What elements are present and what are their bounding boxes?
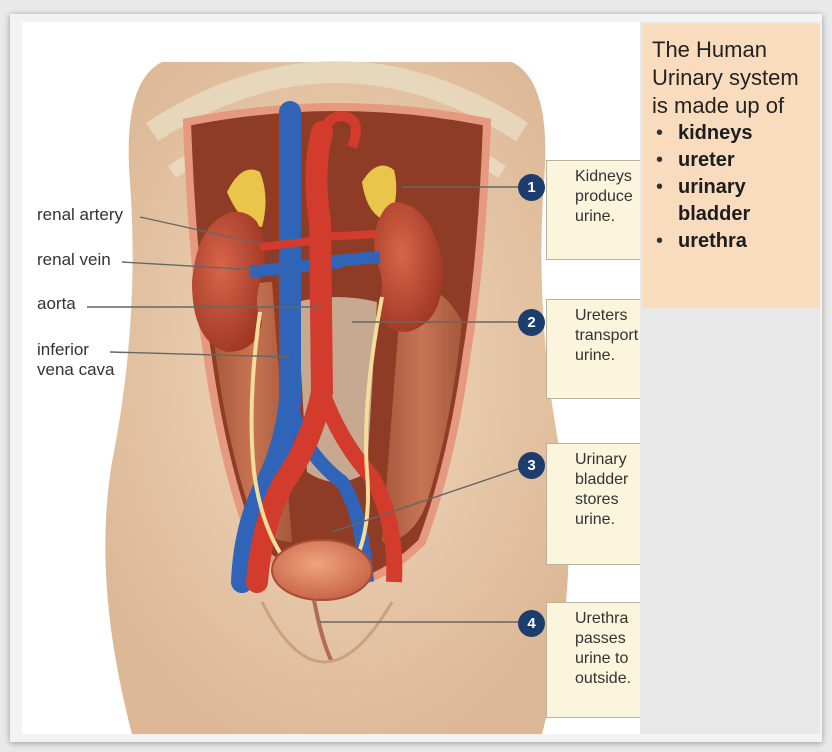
label-renal-artery: renal artery	[37, 205, 123, 225]
label-renal-vein: renal vein	[37, 250, 111, 270]
step-3-bladder: Urinary bladder stores urine.	[546, 443, 640, 565]
legend-list: kidneys ureter urinary bladder urethra	[652, 120, 812, 255]
step-2-badge: 2	[518, 309, 545, 336]
step-2-text: Ureters transport urine.	[575, 306, 640, 366]
step-2-ureters: Ureters transport urine.	[546, 299, 640, 399]
step-1-badge: 1	[518, 174, 545, 201]
step-4-text: Urethra passes urine to outside.	[575, 609, 640, 689]
step-1-text: Kidneys produce urine.	[575, 167, 640, 227]
step-3-text: Urinary bladder stores urine.	[575, 450, 640, 530]
urinary-bladder	[272, 540, 372, 600]
legend-item-urethra: urethra	[652, 228, 812, 255]
legend-item-ureter: ureter	[652, 147, 812, 174]
legend-intro: The Human Urinary system is made up of	[652, 36, 812, 120]
step-3-badge: 3	[518, 452, 545, 479]
step-4-badge: 4	[518, 610, 545, 637]
label-aorta: aorta	[37, 294, 76, 314]
label-inferior-vena-cava: inferior vena cava	[37, 340, 127, 380]
legend-item-urinary-bladder: urinary bladder	[652, 174, 812, 228]
step-1-kidneys: Kidneys produce urine.	[546, 160, 640, 260]
step-4-urethra: Urethra passes urine to outside.	[546, 602, 640, 718]
anatomy-illustration: renal artery renal vein aorta inferior v…	[22, 22, 640, 734]
legend-box: The Human Urinary system is made up of k…	[642, 24, 820, 308]
legend-item-kidneys: kidneys	[652, 120, 812, 147]
